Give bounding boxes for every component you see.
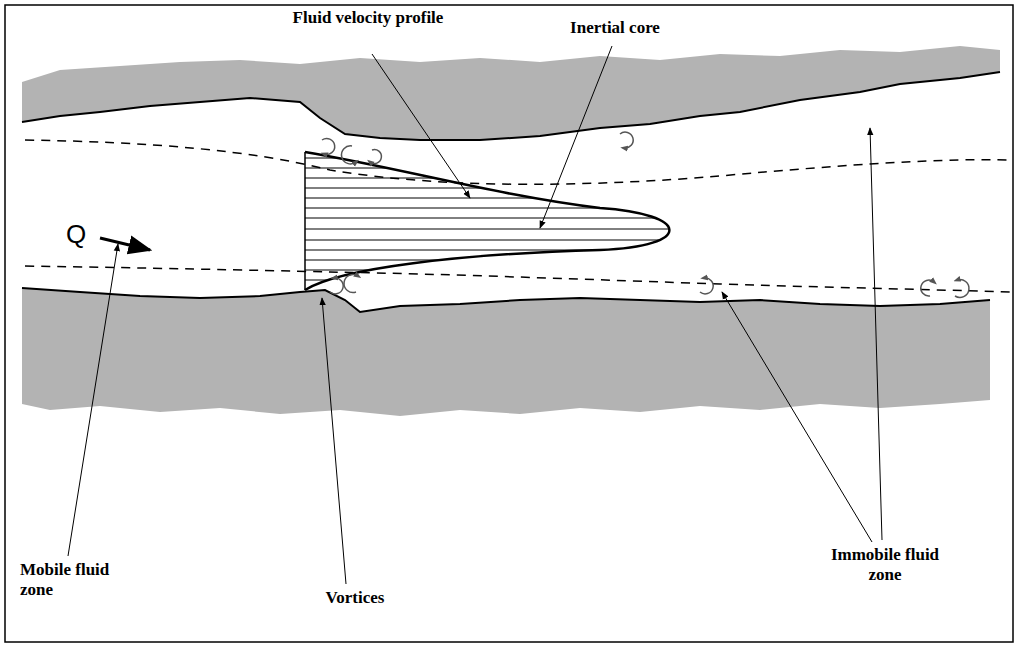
flow-arrow [100, 238, 150, 250]
part-label: Immobile fluid zone [830, 545, 940, 585]
part-label: Fluid velocity profile [288, 8, 448, 28]
leader-lines [68, 46, 882, 584]
vortices [322, 132, 969, 297]
mobile-zone-boundary [25, 140, 1010, 184]
profile-base [304, 152, 306, 290]
frame [5, 5, 1013, 642]
lower-rock [22, 288, 990, 416]
upper-wall [22, 72, 1000, 140]
flow-symbol: Q [66, 220, 106, 248]
part-label: Inertial core [540, 18, 690, 38]
mobile-zone-boundary [25, 266, 1010, 292]
velocity-profile [305, 152, 669, 290]
upper-rock [22, 46, 1000, 140]
part-label: Vortices [300, 588, 410, 608]
lower-wall [22, 288, 990, 312]
velocity-vectors [305, 158, 700, 280]
part-label: Mobile fluid zone [20, 560, 120, 600]
